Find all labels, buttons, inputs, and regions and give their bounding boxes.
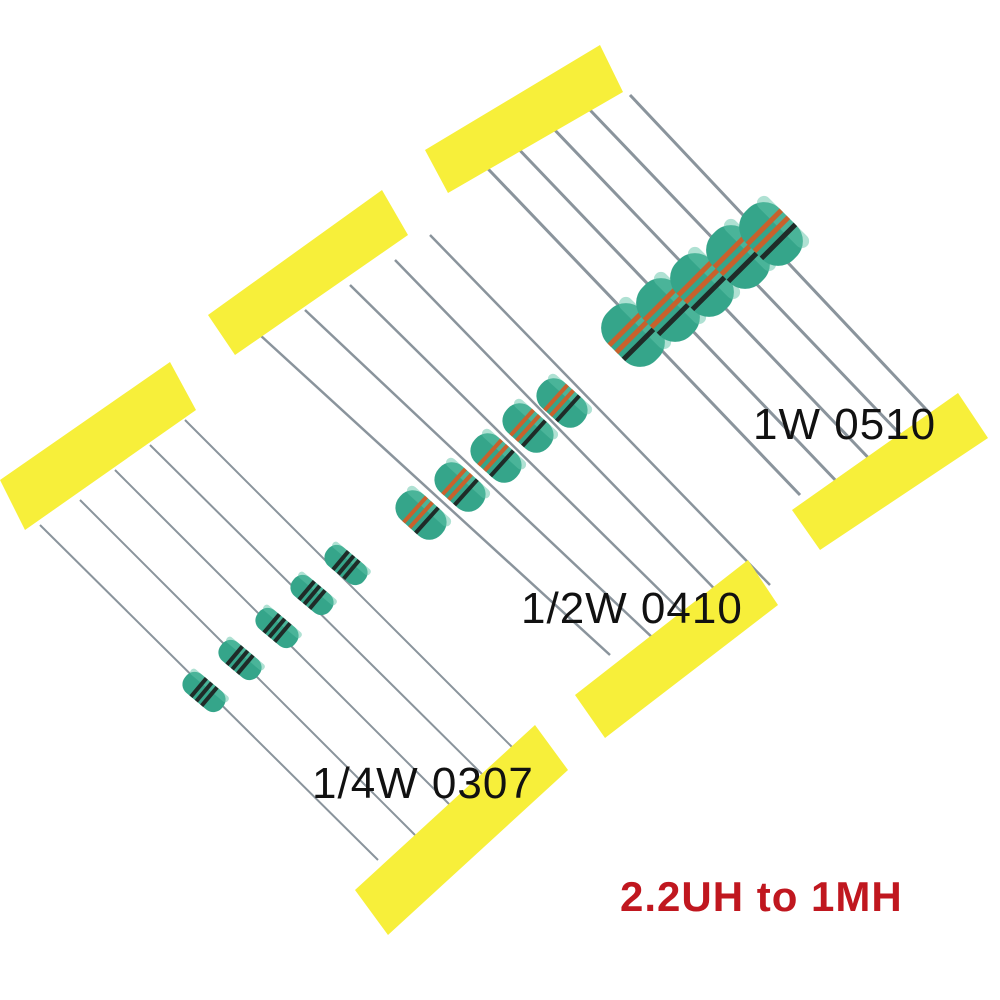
inductance-range-label: 2.2UH to 1MH [620,873,903,920]
inductor-body-half-watt-3 [470,428,527,483]
inductor-group-half-watt [208,190,778,738]
lead-wires [259,234,771,656]
inductor-group-quarter-watt [0,362,568,935]
inductor-body-quarter-watt-5 [324,541,371,586]
inductor-group-1w [425,45,988,550]
inductor-body-1w-3 [670,246,741,317]
top-tape-quarter-watt [0,362,196,530]
top-tape-1w [425,45,623,193]
inductor-body-quarter-watt-1 [182,668,229,713]
inductor-body-1w-1 [601,296,672,367]
label-one-watt: 1W 0510 [753,400,937,449]
inductor-body-half-watt-5 [536,373,593,428]
label-half-watt: 1/2W 0410 [521,584,743,633]
bottom-tape-1w [792,393,988,550]
inductor-body-half-watt-2 [434,457,491,512]
top-tape-half-watt [208,190,408,355]
bottom-tape-half-watt [575,560,778,738]
inductor-body-quarter-watt-3 [255,604,302,649]
label-quarter-watt: 1/4W 0307 [312,759,534,808]
inductor-body-half-watt-4 [502,398,559,453]
inductor-body-quarter-watt-2 [218,636,265,681]
inductor-body-1w-5 [739,195,810,266]
inductor-body-half-watt-1 [395,485,452,540]
inductor-body-quarter-watt-4 [290,571,337,616]
bottom-tape-quarter-watt [355,725,568,935]
